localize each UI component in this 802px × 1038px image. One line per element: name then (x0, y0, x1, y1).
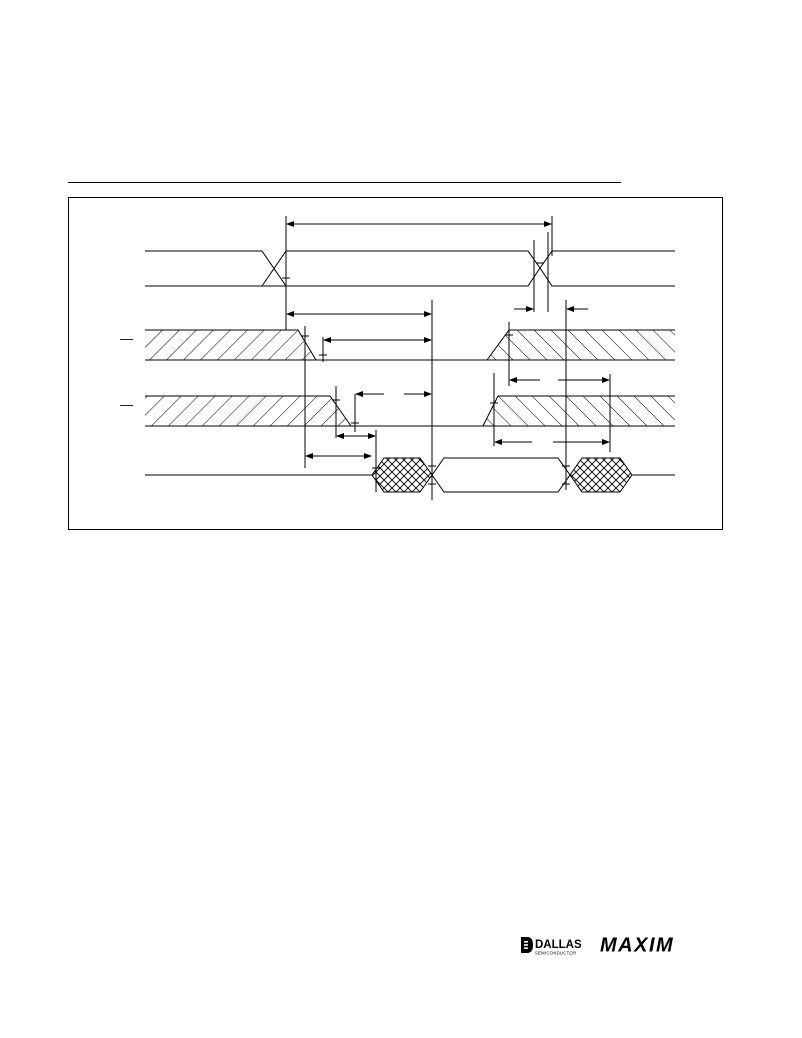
signal-label-overbar-2: — (120, 397, 133, 412)
chip-enable-waveform (145, 329, 675, 361)
data-out-waveform (145, 457, 675, 493)
reference-lines (285, 216, 611, 500)
transition-ticks (282, 262, 570, 485)
dallas-wordmark: DALLAS (535, 939, 582, 951)
timing-diagram-frame (68, 197, 723, 530)
output-enable-waveform (145, 395, 675, 427)
section-rule (68, 182, 621, 183)
address-bus-waveform (145, 250, 675, 287)
maxim-wordmark: MAXIM (600, 935, 674, 957)
signal-label-overbar-1: — (120, 331, 133, 346)
dallas-maxim-logo: DALLAS SEMICONDUCTOR MAXIM (521, 935, 674, 957)
semiconductor-wordmark: SEMICONDUCTOR (535, 951, 576, 956)
timing-arrows (286, 221, 610, 459)
dallas-mark-icon (521, 937, 533, 953)
